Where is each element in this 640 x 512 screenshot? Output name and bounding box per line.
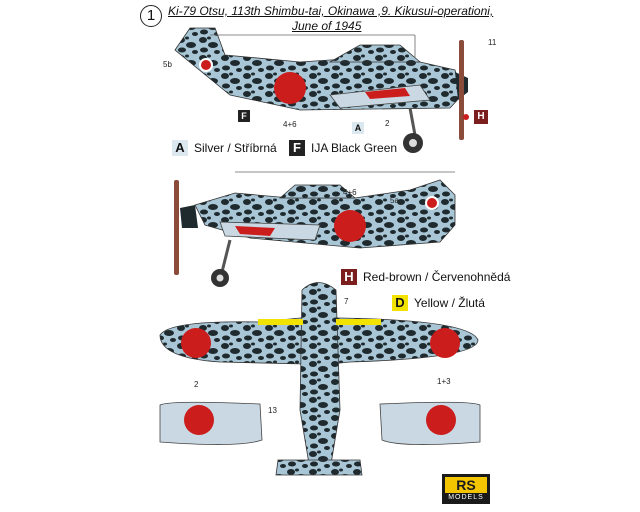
legend-label-h: Red-brown / Červenohnědá <box>363 270 511 284</box>
legend-swatch-f: F <box>289 140 305 156</box>
hinomaru <box>425 196 439 210</box>
legend-swatch-h: H <box>341 269 357 285</box>
callout-13: 13 <box>268 406 277 415</box>
profile-title-line2: June of 1945 <box>292 19 362 33</box>
callout-2-b: 2 <box>194 380 199 389</box>
hinomaru <box>199 58 213 72</box>
marker-h: H <box>474 110 488 124</box>
callout-2: 2 <box>385 119 390 128</box>
legend-label-d: Yellow / Žlutá <box>414 296 485 310</box>
callout-4-6: 4+6 <box>283 120 297 129</box>
legend-swatch-a: A <box>172 140 188 156</box>
logo-models: MODELS <box>448 494 484 501</box>
legend-swatch-d: D <box>392 295 408 311</box>
legend-label-f: IJA Black Green <box>311 141 398 155</box>
propeller <box>459 40 464 140</box>
callout-4-6-b: 4+6 <box>343 188 357 197</box>
hinomaru <box>334 210 366 242</box>
callout-5a: 5a <box>390 196 399 205</box>
hinomaru <box>274 72 306 104</box>
side-view-bottom <box>174 171 456 287</box>
hinomaru <box>184 405 214 435</box>
hinomaru <box>426 405 456 435</box>
profile-title: Ki-79 Otsu, 113th Shimbu-tai, Okinawa ,9… <box>168 4 494 18</box>
plan-view <box>159 282 481 476</box>
callout-11: 11 <box>488 38 497 47</box>
propeller <box>174 180 179 275</box>
legend-label-a: Silver / Stříbrná <box>194 141 277 155</box>
profile-number: 1 <box>140 5 162 27</box>
marker-f: F <box>238 110 250 122</box>
callout-5b: 5b <box>163 60 172 69</box>
callout-1-3: 1+3 <box>437 377 451 386</box>
hinomaru <box>181 328 211 358</box>
callout-7: 7 <box>344 297 349 306</box>
side-view-top <box>174 27 469 153</box>
hinomaru <box>430 328 460 358</box>
logo-rs: RS <box>456 477 476 493</box>
marker-a: A <box>352 122 364 134</box>
